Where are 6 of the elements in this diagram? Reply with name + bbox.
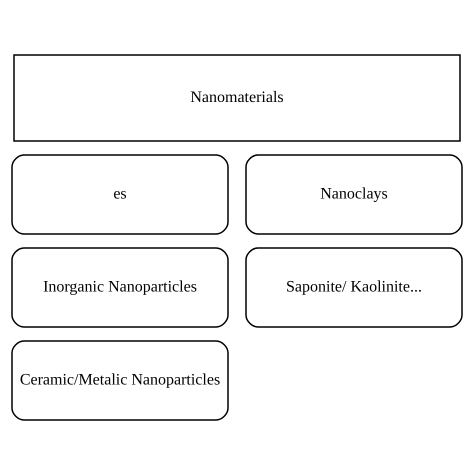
node-box: Nanoclays xyxy=(245,154,463,234)
node-box: es xyxy=(11,154,229,234)
node-box: Saponite/ Kaolinite... xyxy=(245,246,463,328)
node-box: Inorganic Nanoparticles xyxy=(11,246,229,328)
node-box: Nanomaterials xyxy=(13,54,461,142)
node-box: Ceramic/Metalic Nanoparticles xyxy=(11,340,229,420)
